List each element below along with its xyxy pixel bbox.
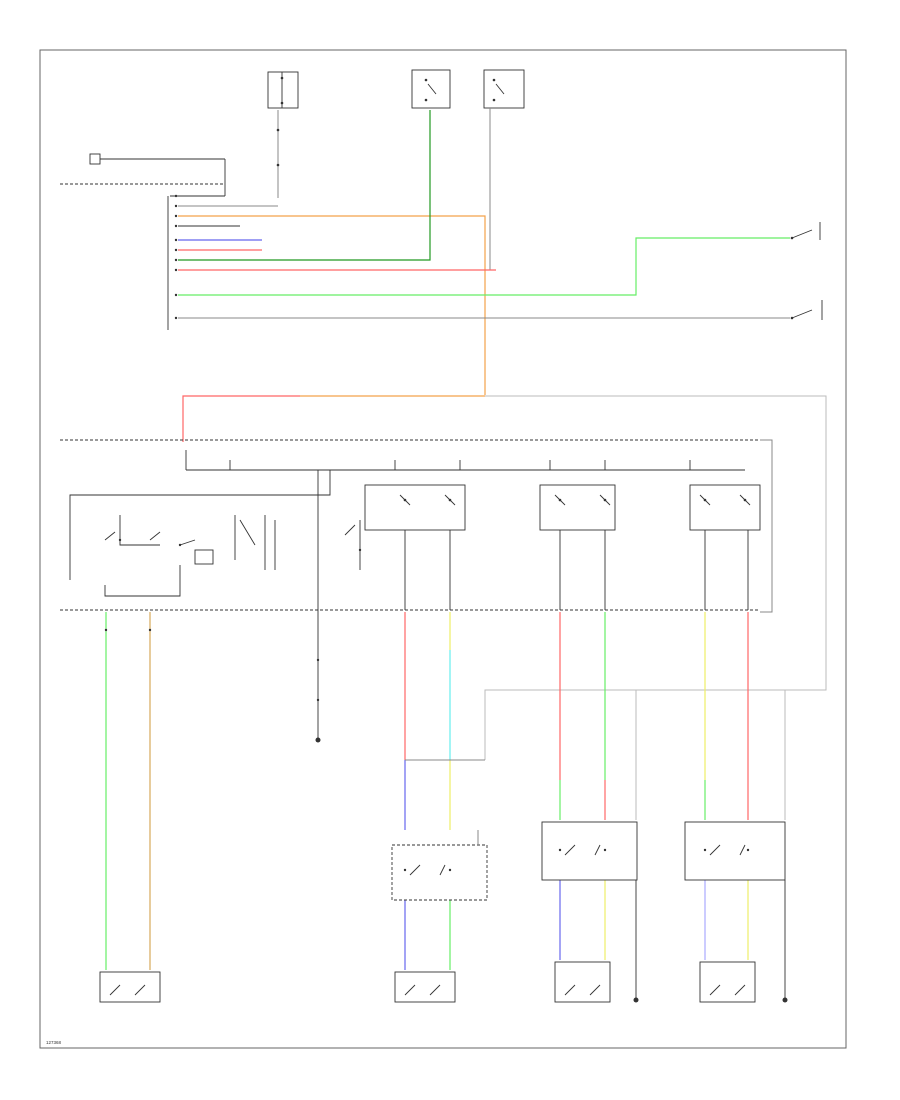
window-subswitch-front-right [541, 821, 639, 1003]
fuse-box-right [483, 69, 525, 270]
motor-rear-right [699, 961, 756, 1003]
motor-front-left [99, 971, 161, 1003]
switch-right-upper [790, 222, 821, 240]
switch-right-lower [790, 300, 823, 320]
indicator-top-left [60, 153, 226, 196]
fuse-box-left [267, 71, 299, 198]
main-switch-right-edge [760, 439, 773, 613]
ground-left [315, 610, 321, 743]
control-module-block [167, 194, 278, 330]
motor-front-right [554, 961, 611, 1003]
wire-gray-feed [484, 395, 827, 760]
fuse-box-middle [411, 69, 451, 109]
footer-code: 127368 [46, 1040, 62, 1045]
motor-rear-left [394, 971, 456, 1003]
window-motor-rear-left [391, 830, 488, 901]
wire-green-top [178, 110, 431, 261]
wire-orange-top [178, 215, 486, 395]
main-switch-internals [69, 450, 761, 610]
wire-red-feed [182, 395, 300, 442]
window-subswitch-rear-right [684, 821, 788, 1003]
wire-lightgreen-right [178, 237, 790, 296]
diagram-frame [39, 49, 847, 1049]
